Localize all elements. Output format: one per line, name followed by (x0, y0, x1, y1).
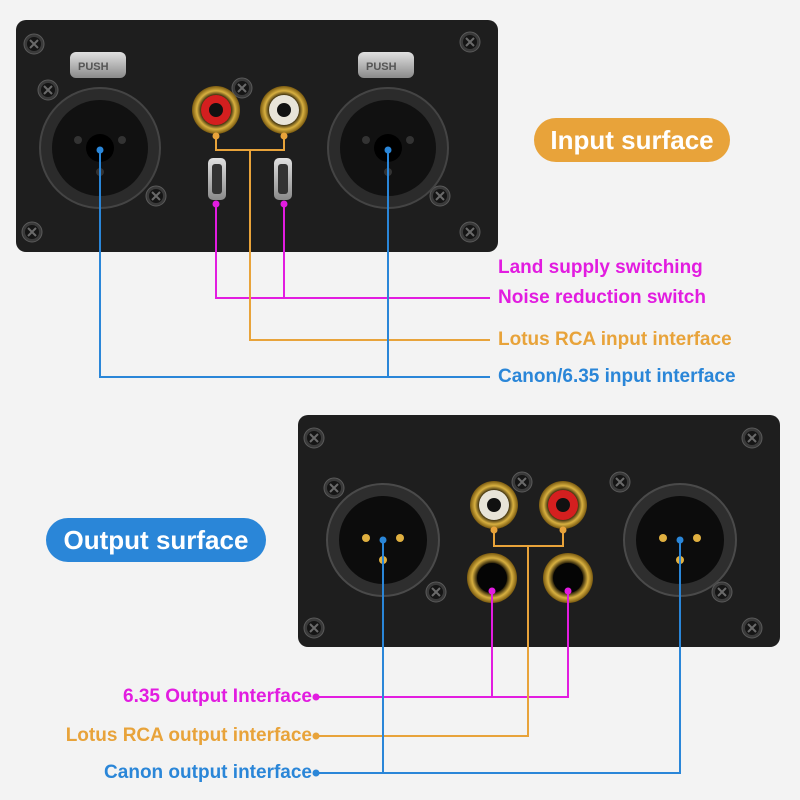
canon-input-label: Canon/6.35 input interface (498, 366, 736, 387)
rca-output-leader-line (316, 530, 564, 737)
screw-icon (609, 471, 631, 493)
trs-jack-icon (467, 553, 517, 603)
output-callout-dots (312, 526, 684, 777)
rca-jack-icon (192, 86, 240, 134)
screw-icon (711, 581, 733, 603)
screw-icon (303, 427, 325, 449)
screw-icon (459, 221, 481, 243)
push-label: PUSH (78, 61, 109, 73)
screw-icon (511, 471, 533, 493)
push-latch (358, 52, 414, 78)
push-label: PUSH (366, 61, 397, 73)
rca-jack-icon (470, 481, 518, 529)
canon-output-leader-line (316, 540, 681, 774)
screw-icon (145, 185, 167, 207)
rca-input-leader-line (215, 136, 490, 341)
output-surface-pill: Output surface (46, 518, 266, 562)
screw-icon (741, 617, 763, 639)
output-panel (298, 415, 780, 647)
land-supply-label: Land supply switching (498, 257, 703, 278)
screw-icon (303, 617, 325, 639)
switch-leader-line (215, 204, 490, 299)
toggle-switch-icon (274, 158, 292, 200)
screw-icon (23, 33, 45, 55)
lotus-rca-output-label: Lotus RCA output interface (65, 725, 312, 746)
screw-icon (37, 79, 59, 101)
rca-jack-icon (260, 86, 308, 134)
canon-output-label: Canon output interface (104, 762, 312, 783)
toggle-switch-icon (208, 158, 226, 200)
input-callout-dots (96, 132, 392, 208)
input-panel: PUSH PUSH (16, 20, 498, 252)
screw-icon (459, 31, 481, 53)
screw-icon (21, 221, 43, 243)
lotus-rca-input-label: Lotus RCA input interface (498, 329, 732, 350)
trs-output-leader-line (316, 591, 569, 698)
input-surface-pill: Input surface (534, 118, 730, 162)
output-635-label: 6.35 Output Interface (123, 686, 312, 707)
screw-icon (323, 477, 345, 499)
push-latch (70, 52, 126, 78)
output-callout-lines (316, 530, 681, 774)
screw-icon (741, 427, 763, 449)
noise-reduction-label: Noise reduction switch (498, 287, 706, 308)
rca-jack-icon (539, 481, 587, 529)
screw-icon (425, 581, 447, 603)
trs-jack-icon (543, 553, 593, 603)
input-callout-lines (99, 136, 490, 378)
screw-icon (231, 77, 253, 99)
canon-input-leader-line (99, 150, 490, 378)
